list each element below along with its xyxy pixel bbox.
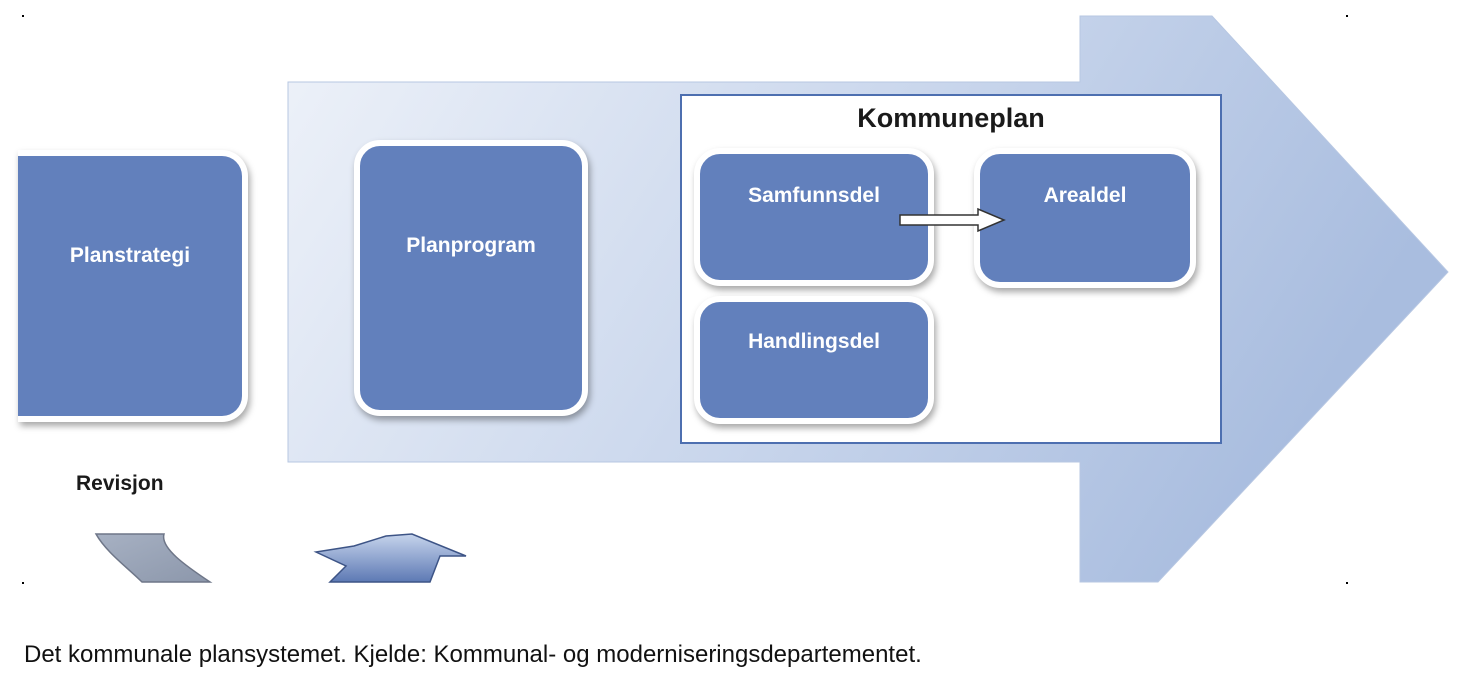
up-arrow xyxy=(313,533,467,583)
planstrategi-box: Planstrategi xyxy=(18,150,248,422)
revision-curve-arrow xyxy=(94,533,213,583)
corner-dot xyxy=(22,582,24,584)
handlingsdel-label: Handlingsdel xyxy=(748,330,880,353)
samfunnsdel-to-arealdel-arrow xyxy=(899,207,1006,233)
revisjon-label: Revisjon xyxy=(76,472,164,495)
corner-dot xyxy=(22,15,24,17)
samfunnsdel-box: Samfunnsdel xyxy=(694,148,934,286)
kommuneplan-title: Kommuneplan xyxy=(857,103,1045,133)
corner-dot xyxy=(1346,15,1348,17)
planstrategi-label: Planstrategi xyxy=(69,244,191,267)
arealdel-label: Arealdel xyxy=(1043,184,1127,207)
planprogram-label: Planprogram xyxy=(406,234,536,257)
planprogram-box: Planprogram xyxy=(354,140,588,416)
handlingsdel-box: Handlingsdel xyxy=(694,296,934,424)
arealdel-box: Arealdel xyxy=(974,148,1196,288)
figure-caption: Det kommunale plansystemet. Kjelde: Komm… xyxy=(24,641,922,668)
samfunnsdel-label: Samfunnsdel xyxy=(748,184,880,207)
corner-dot xyxy=(1346,582,1348,584)
